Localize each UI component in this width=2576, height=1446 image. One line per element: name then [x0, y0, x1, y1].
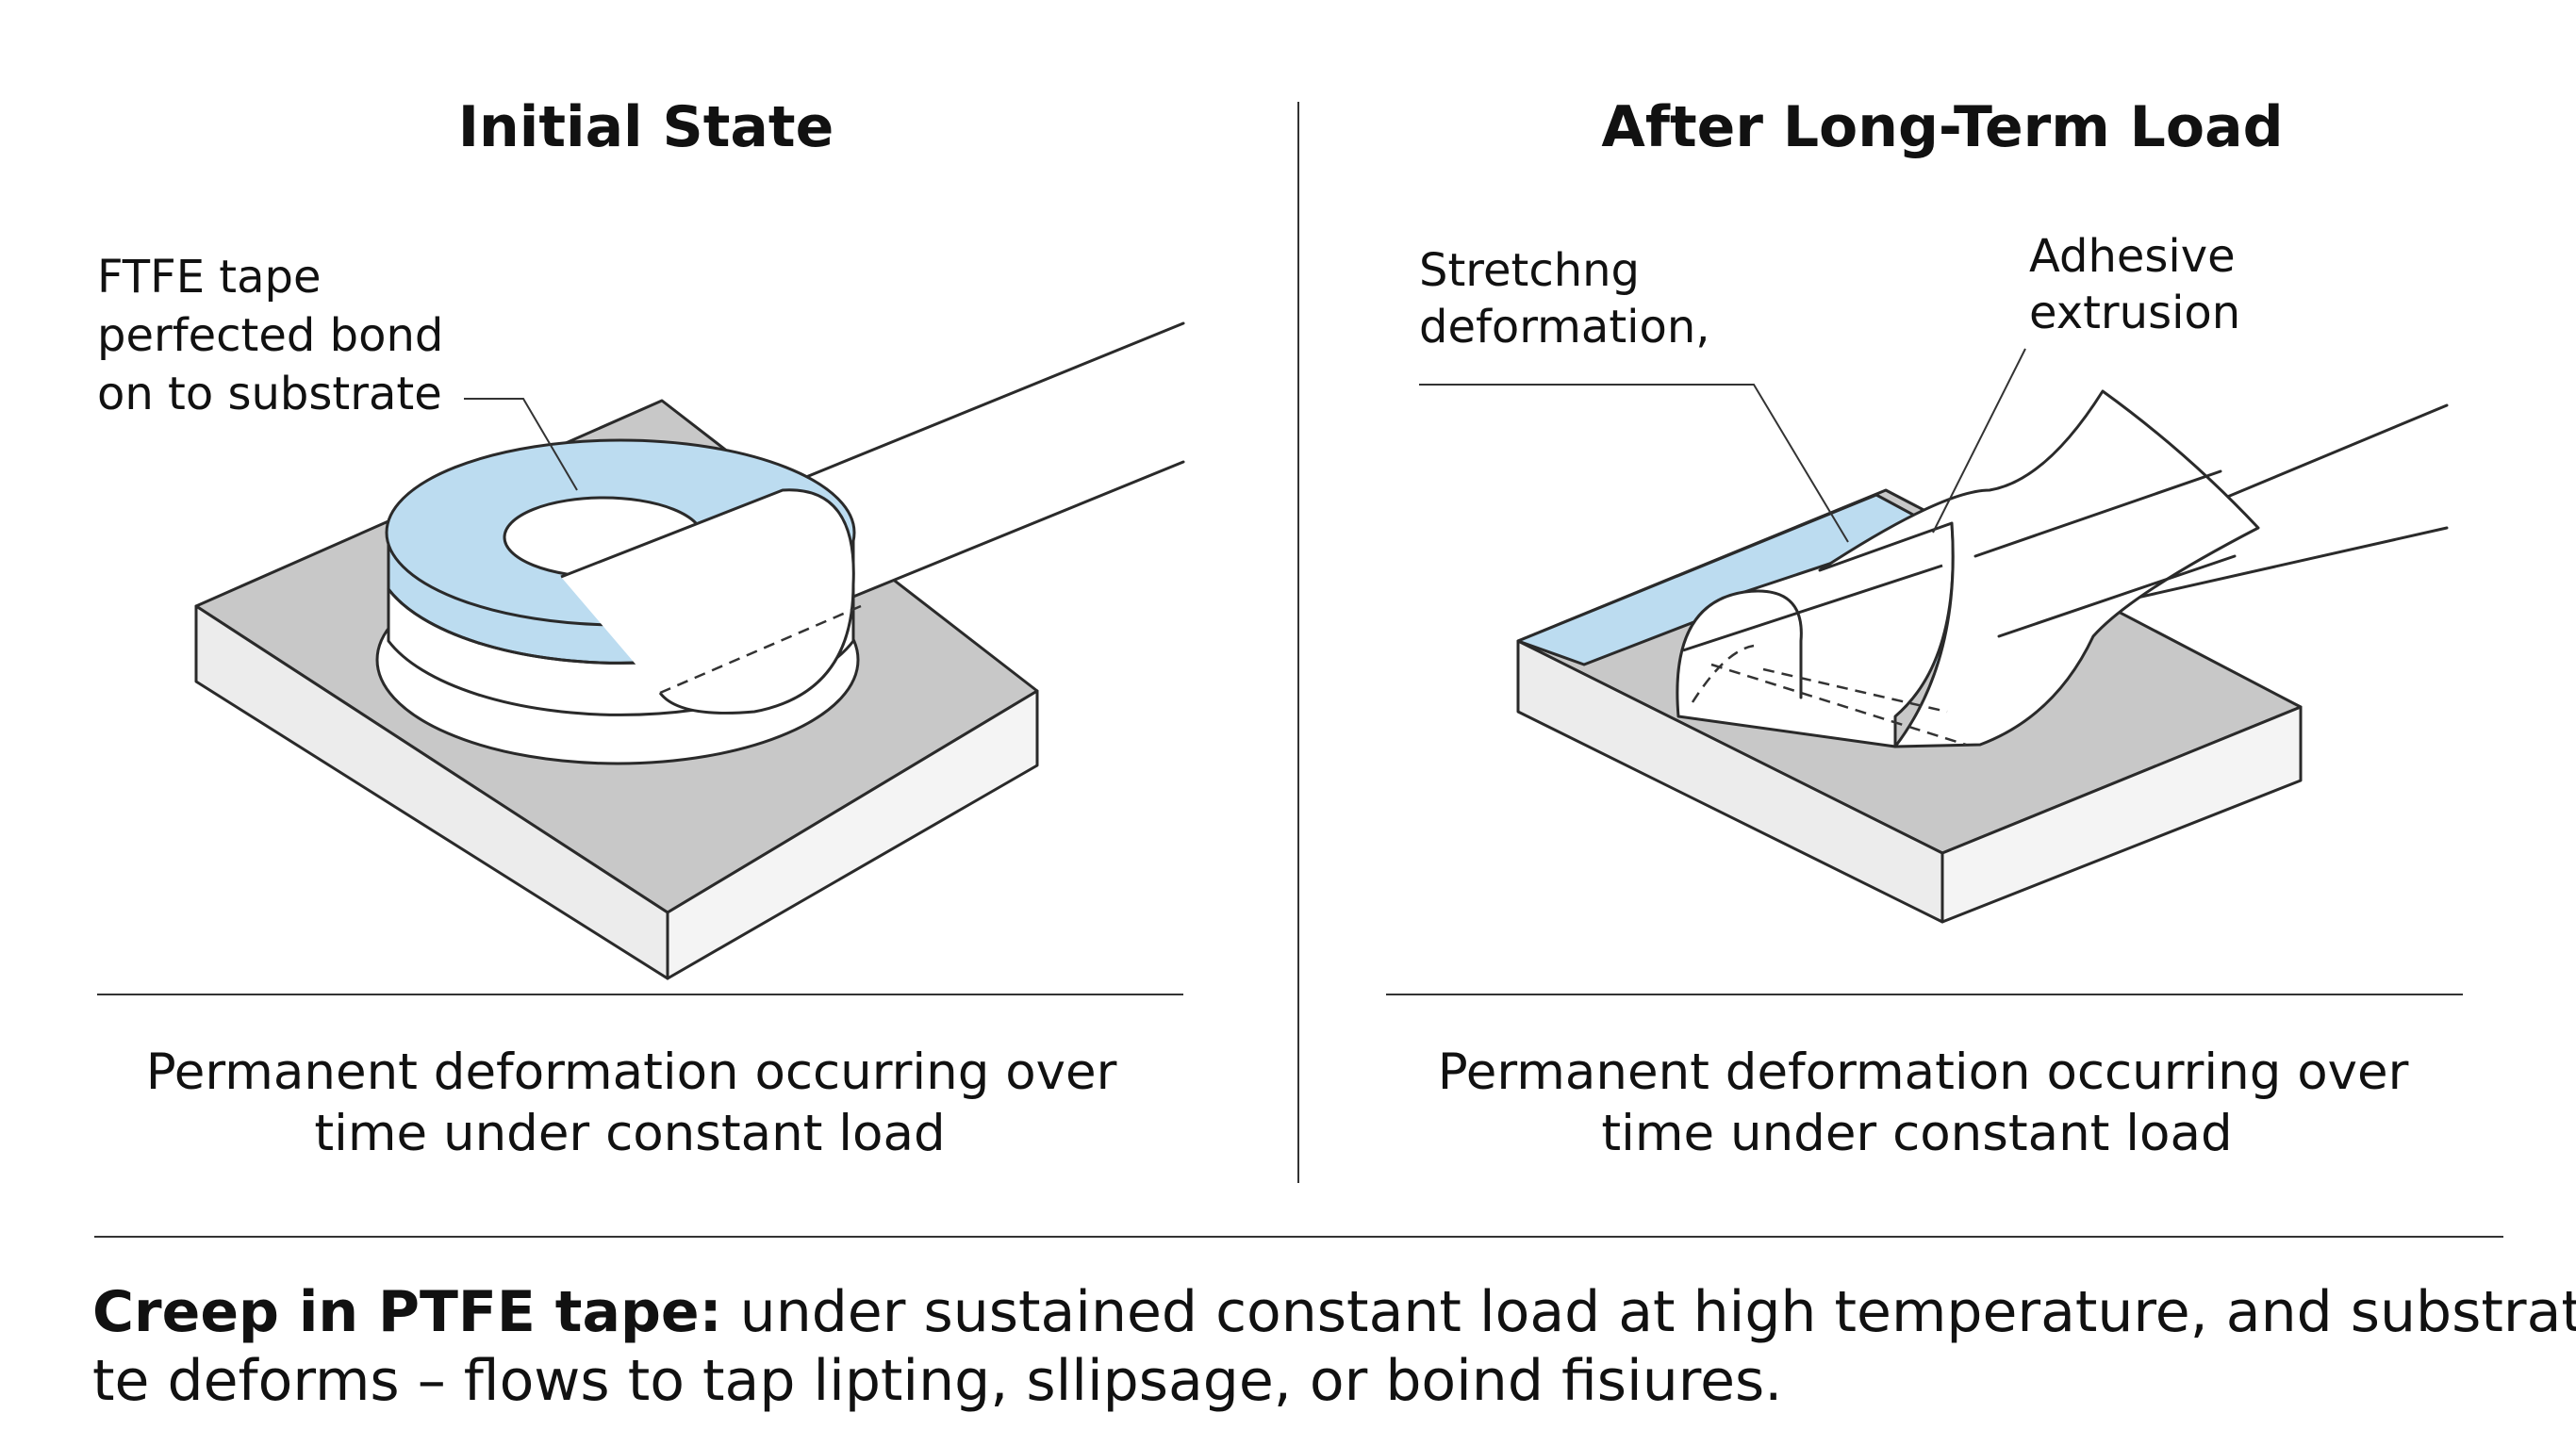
stretch-label-leader — [1419, 384, 1849, 543]
left-panel-title: Initial State — [458, 94, 834, 160]
substrate-right-face-right — [1940, 705, 2303, 924]
left-label: FTFE tape perfected bond on to substrate — [97, 251, 458, 420]
adhesive-label-leader — [1932, 348, 2026, 534]
footer-line-2: te deforms – flows to tap lipting, sllip… — [92, 1348, 1782, 1414]
initial-state-illustration — [194, 321, 1185, 980]
left-caption: Permanent deformation occurring over tim… — [146, 1043, 1133, 1162]
right-caption: Permanent deformation occurring over tim… — [1438, 1043, 2425, 1162]
left-label-leader — [464, 398, 578, 491]
footer-line-1-text: under sustained constant load at high te… — [722, 1279, 2576, 1345]
right-panel-title: After Long-Term Load — [1601, 94, 2283, 160]
adhesive-label: Adhesive extrusion — [2029, 230, 2250, 339]
footer-line-1: Creep in PTFE tape: under sustained cons… — [92, 1279, 2576, 1345]
stretch-label: Stretchng deformation, — [1419, 244, 1710, 353]
peeled-tape-flap — [1818, 389, 2260, 748]
substrate-right-face — [666, 689, 1039, 980]
footer-bold: Creep in PTFE tape: — [92, 1279, 722, 1345]
after-load-illustration — [1419, 348, 2449, 924]
